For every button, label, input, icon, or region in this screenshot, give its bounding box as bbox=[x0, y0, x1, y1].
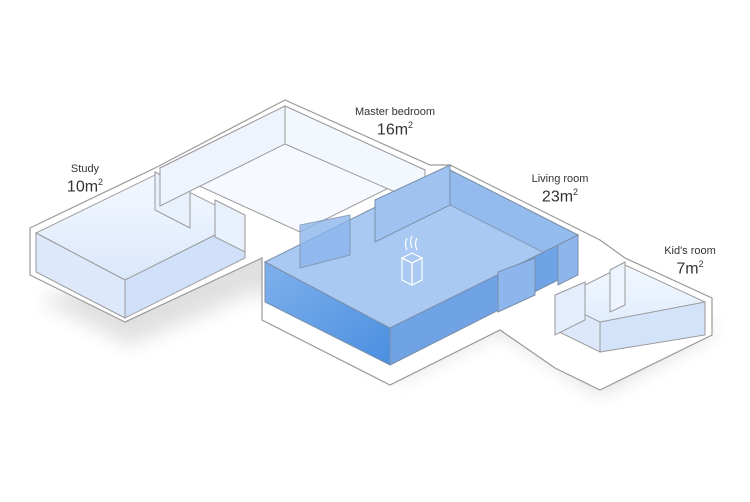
room-name: Living room bbox=[531, 173, 589, 185]
label-master-bedroom: Master bedroom 16m2 bbox=[355, 106, 435, 139]
room-kids-room bbox=[554, 261, 707, 353]
room-name: Kid's room bbox=[664, 245, 716, 257]
room-area: 10m2 bbox=[66, 177, 104, 196]
label-living-room: Living room 23m2 bbox=[532, 173, 589, 206]
room-name: Master bedroom bbox=[354, 106, 436, 118]
label-study: Study 10m2 bbox=[67, 163, 103, 196]
label-kids-room: Kid's room 7m2 bbox=[664, 245, 716, 278]
room-area: 7m2 bbox=[676, 259, 704, 278]
room-master-bedroom bbox=[158, 105, 427, 233]
room-study bbox=[34, 171, 247, 319]
air-purifier-icon bbox=[400, 235, 424, 286]
room-area: 16m2 bbox=[376, 120, 414, 139]
room-area: 23m2 bbox=[541, 187, 579, 206]
room-living-room bbox=[263, 164, 580, 366]
room-name: Study bbox=[70, 163, 100, 175]
